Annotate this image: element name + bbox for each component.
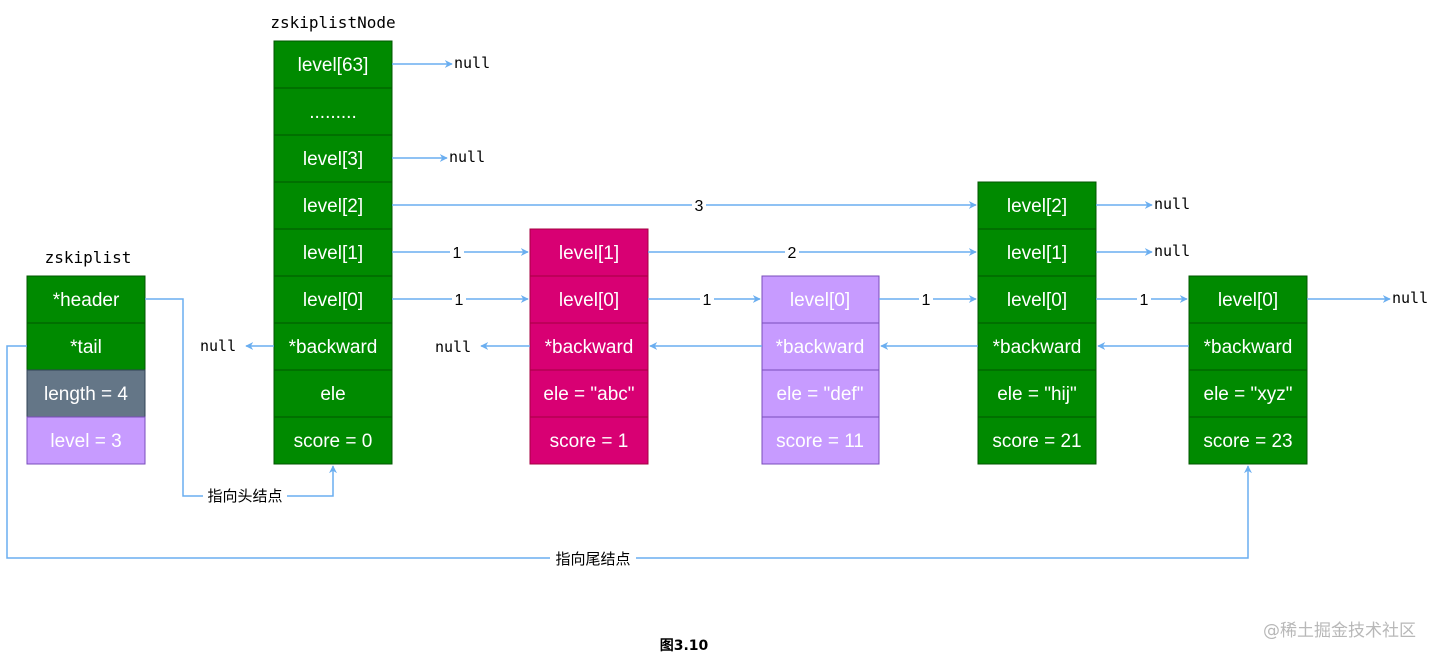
header-cell (26, 275, 146, 324)
head-level0: level[0] (303, 290, 363, 311)
def-ele: ele = "def" (777, 384, 864, 405)
tail-field: *tail (70, 337, 102, 358)
span-labels: 3 1 1 2 1 1 1 (450, 195, 1151, 309)
abc-ele: ele = "abc" (543, 384, 634, 405)
null-label: null (449, 148, 485, 166)
span-def-l0: 1 (922, 292, 931, 309)
null-label: null (200, 337, 236, 355)
tail-cell (26, 322, 146, 371)
span-head-l2: 3 (695, 198, 704, 215)
figure-caption: 图3.10 (660, 638, 709, 654)
span-abc-l1: 2 (788, 245, 797, 262)
hij-backward: *backward (993, 337, 1082, 358)
arrow-header-pointer (145, 298, 337, 497)
xyz-backward: *backward (1204, 337, 1293, 358)
hij-score: score = 21 (992, 431, 1081, 452)
head-node: level[63] ......... level[3] level[2] le… (273, 40, 393, 465)
head-dots: ......... (309, 102, 357, 123)
span-hij-l0: 1 (1140, 292, 1149, 309)
watermark: @稀土掘金技术社区 (1263, 621, 1416, 641)
length-cell (26, 369, 146, 418)
head-score: score = 0 (294, 431, 373, 452)
hij-ele: ele = "hij" (997, 384, 1077, 405)
null-label: null (1154, 195, 1190, 213)
def-backward: *backward (776, 337, 865, 358)
level-field: level = 3 (50, 431, 121, 452)
head-ele: ele (320, 384, 345, 405)
def-level0: level[0] (790, 290, 850, 311)
xyz-ele: ele = "xyz" (1204, 384, 1293, 405)
hij-level1: level[1] (1007, 243, 1067, 264)
length-field: length = 4 (44, 384, 128, 405)
head-level3: level[3] (303, 149, 363, 170)
null-label: null (454, 54, 490, 72)
abc-level0: level[0] (559, 290, 619, 311)
xyz-level0: level[0] (1218, 290, 1278, 311)
head-level2: level[2] (303, 196, 363, 217)
null-label: null (1154, 242, 1190, 260)
hij-level0: level[0] (1007, 290, 1067, 311)
zskiplistnode-title: zskiplistNode (270, 13, 395, 32)
head-level63: level[63] (298, 55, 369, 76)
hij-level2: level[2] (1007, 196, 1067, 217)
null-label: null (1392, 289, 1428, 307)
arrow-tail-pointer (6, 345, 1252, 559)
abc-level1: level[1] (559, 243, 619, 264)
zskiplist-struct: *header *tail length = 4 level = 3 (26, 275, 146, 465)
header-pointer-label: 指向头结点 (207, 487, 282, 505)
zskiplist-title: zskiplist (45, 248, 132, 267)
node-abc: level[1] level[0] *backward ele = "abc" … (529, 228, 649, 465)
head-level1: level[1] (303, 243, 363, 264)
span-head-l0: 1 (455, 292, 464, 309)
abc-score: score = 1 (550, 431, 629, 452)
null-label: null (435, 338, 471, 356)
header-field: *header (53, 290, 120, 311)
span-abc-l0: 1 (703, 292, 712, 309)
level-cell (26, 416, 146, 465)
node-hij: level[2] level[1] level[0] *backward ele… (977, 181, 1097, 465)
node-def: level[0] *backward ele = "def" score = 1… (761, 275, 880, 465)
tail-pointer-label: 指向尾结点 (555, 550, 630, 568)
def-score: score = 11 (776, 431, 864, 452)
node-xyz: level[0] *backward ele = "xyz" score = 2… (1188, 275, 1308, 465)
span-head-l1: 1 (453, 245, 462, 262)
xyz-score: score = 23 (1203, 431, 1292, 452)
abc-backward: *backward (545, 337, 634, 358)
head-backward: *backward (289, 337, 378, 358)
arrows (6, 60, 1391, 559)
